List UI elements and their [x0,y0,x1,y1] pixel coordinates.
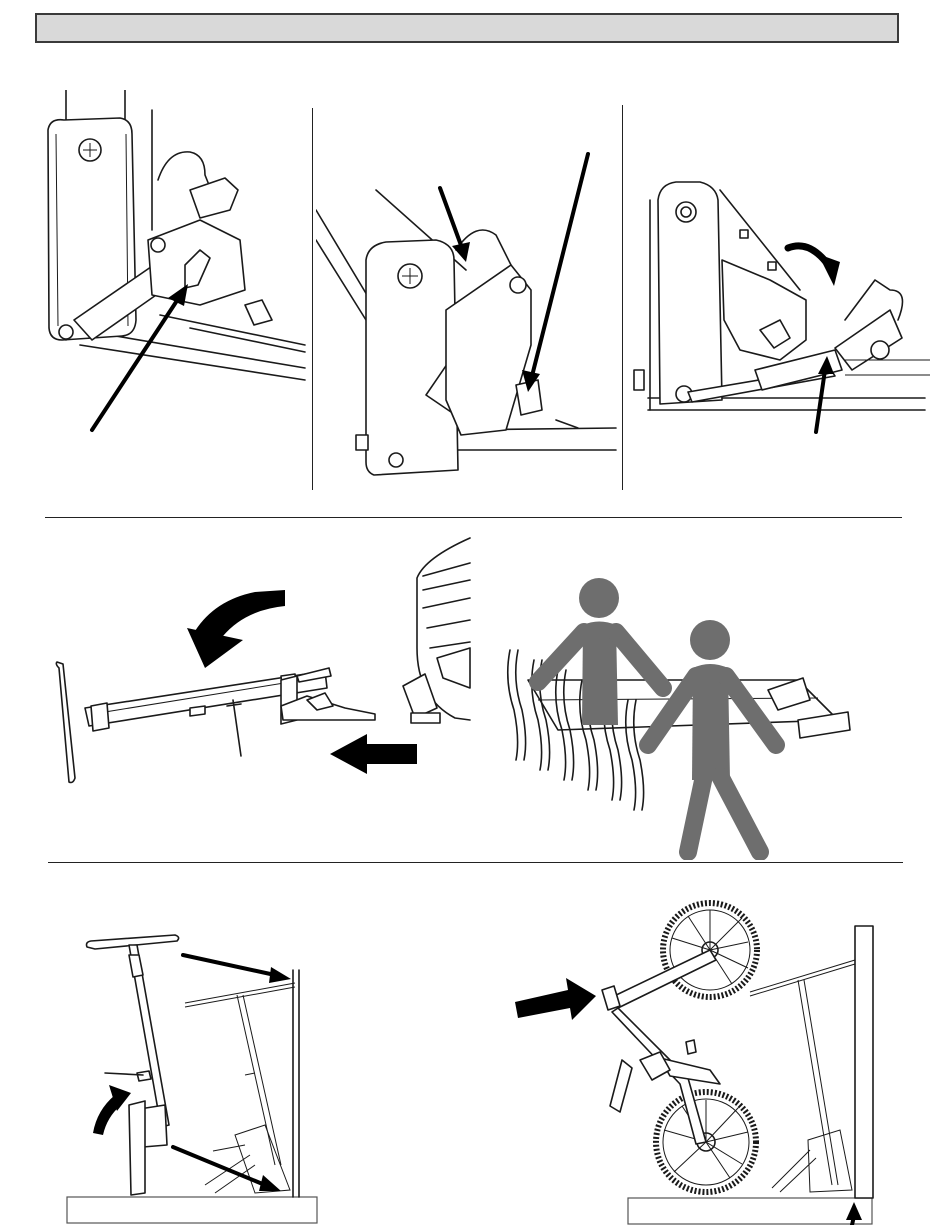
panel-carry-rack [498,570,898,860]
load-bike-diagram [510,880,890,1225]
pull-pin-diagram [40,90,310,490]
panel-load-bike [510,880,890,1225]
header-bar [35,13,899,43]
divider-row-1 [45,517,902,518]
unfold-rack-diagram [45,528,475,798]
panel-rotate-down [630,170,930,440]
panel-lift-latch [316,150,620,490]
panel-unfold-rack [45,528,475,798]
rotate-down-diagram [630,170,930,440]
panel-wall-mount [65,925,320,1225]
lift-latch-diagram [316,150,620,490]
panel-pull-pin [40,90,310,490]
carry-rack-diagram [498,570,898,860]
divider-row-2 [48,862,903,863]
divider-vertical-1 [312,108,313,490]
divider-vertical-2 [622,105,623,490]
wall-mount-diagram [65,925,320,1225]
